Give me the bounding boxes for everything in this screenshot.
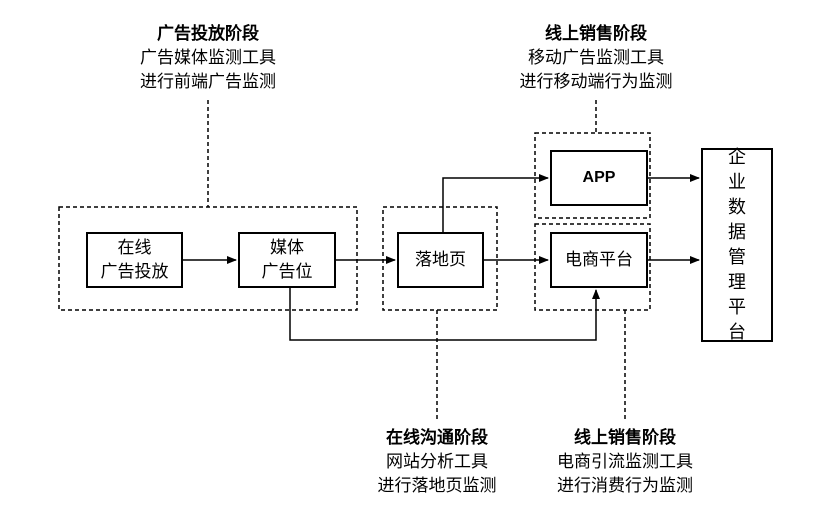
ad-delivery-stage-title: 广告投放阶段 [157, 24, 259, 44]
online-communication-stage-line1: 网站分析工具 [386, 452, 488, 472]
online-communication-stage-title: 在线沟通阶段 [386, 428, 488, 448]
enterprise-data-platform-node: 企 业 数 据 管 理 平 台 [701, 145, 773, 345]
landing-page-node: 落地页 [397, 232, 484, 288]
ecommerce-platform-label: 电商平台 [565, 250, 633, 270]
online-sales-ecommerce-stage-line2: 进行消费行为监测 [557, 476, 693, 496]
media-ad-slot-line1: 媒体 [270, 238, 304, 258]
online-communication-stage-label: 在线沟通阶段 网站分析工具 进行落地页监测 [378, 426, 497, 498]
enterprise-data-platform-label: 企 业 数 据 管 理 平 台 [728, 145, 746, 345]
ecommerce-stage-group [534, 223, 651, 311]
ad-delivery-stage-line1: 广告媒体监测工具 [140, 48, 276, 68]
enterprise-char: 企 [728, 147, 746, 168]
online-sales-ecommerce-stage-label: 线上销售阶段 电商引流监测工具 进行消费行为监测 [557, 426, 693, 498]
enterprise-char: 平 [728, 297, 746, 318]
arrow-landing-to-app [442, 174, 549, 232]
ad-delivery-stage-line2: 进行前端广告监测 [140, 72, 276, 92]
app-stage-group [534, 132, 651, 219]
ad-delivery-stage-label: 广告投放阶段 广告媒体监测工具 进行前端广告监测 [140, 22, 276, 94]
app-node: APP [550, 150, 648, 206]
arrow-media-to-ecommerce [289, 288, 600, 341]
online-communication-stage-line2: 进行落地页监测 [377, 476, 497, 496]
app-label: APP [582, 169, 616, 186]
online-ad-line1: 在线 [117, 238, 152, 258]
online-sales-mobile-stage-line2: 进行移动端行为监测 [519, 72, 673, 92]
online-ad-node: 在线 广告投放 [86, 232, 183, 288]
enterprise-char: 理 [728, 272, 746, 293]
online-ad-line2: 广告投放 [100, 262, 169, 282]
enterprise-char: 台 [728, 322, 746, 343]
media-ad-slot-node: 媒体 广告位 [238, 232, 336, 288]
media-ad-slot-line2: 广告位 [261, 262, 313, 282]
online-sales-mobile-stage-title: 线上销售阶段 [545, 24, 647, 44]
enterprise-char: 管 [728, 247, 746, 268]
online-sales-mobile-stage-label: 线上销售阶段 移动广告监测工具 进行移动端行为监测 [520, 22, 673, 94]
enterprise-char: 业 [728, 172, 746, 193]
landing-stage-group [382, 206, 498, 311]
online-sales-mobile-stage-line1: 移动广告监测工具 [528, 48, 664, 68]
online-sales-ecommerce-stage-title: 线上销售阶段 [574, 428, 676, 448]
landing-page-label: 落地页 [415, 250, 466, 270]
enterprise-char: 据 [728, 222, 746, 243]
ecommerce-platform-node: 电商平台 [550, 232, 648, 288]
enterprise-char: 数 [728, 197, 746, 218]
online-sales-ecommerce-stage-line1: 电商引流监测工具 [557, 452, 693, 472]
